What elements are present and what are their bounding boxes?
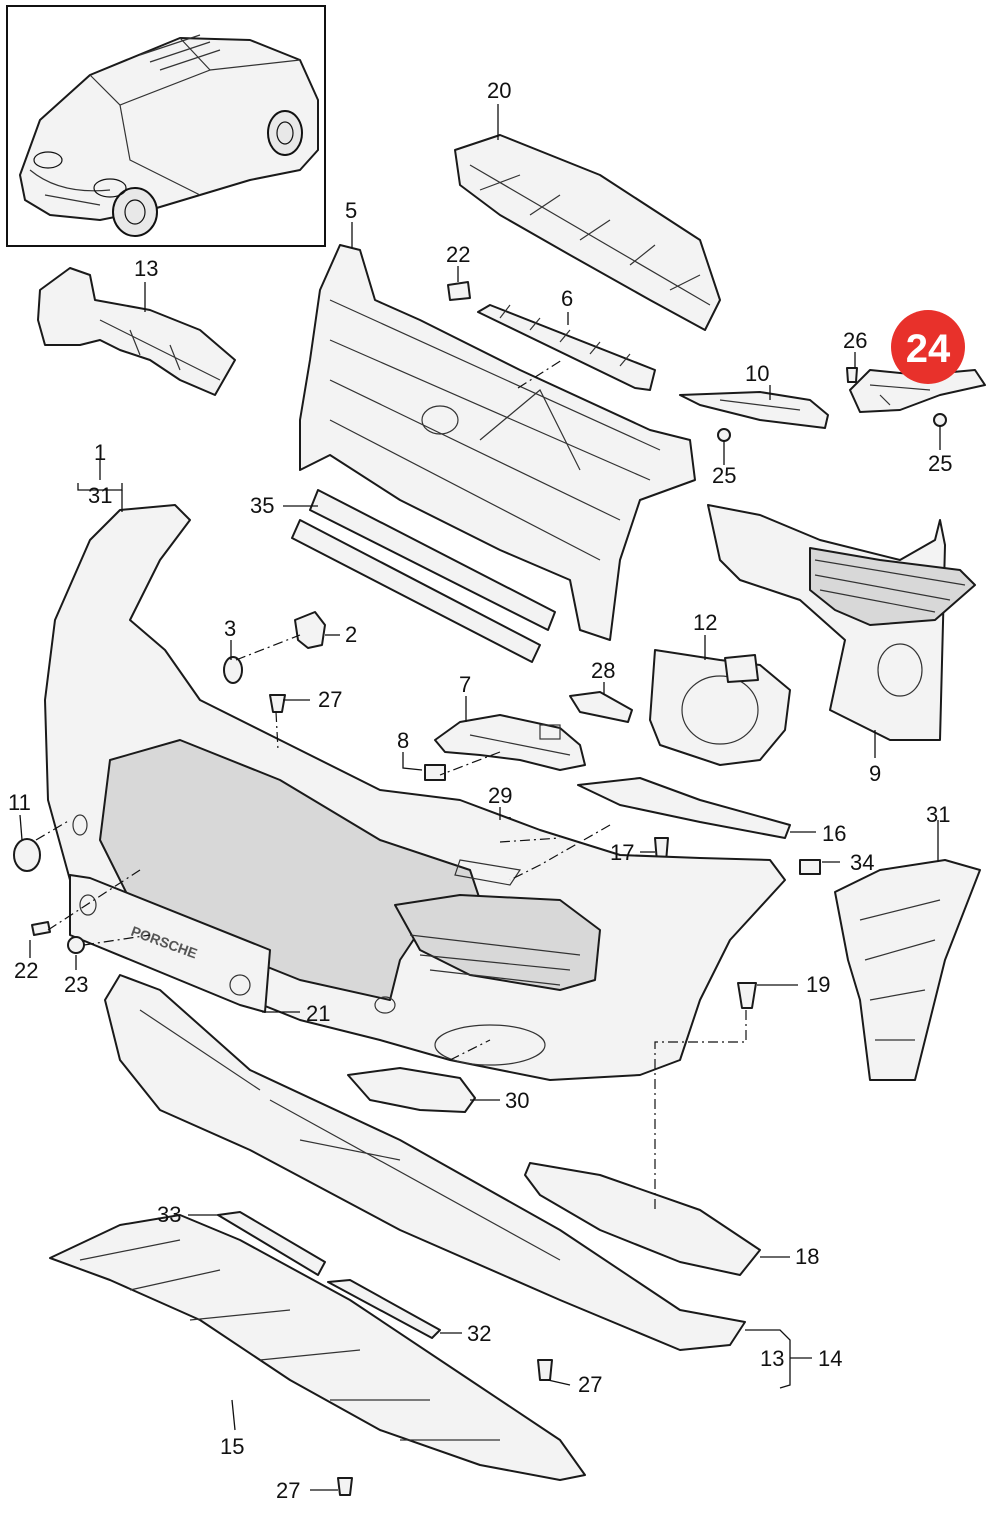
callout-3: 3 (224, 616, 236, 641)
part-27-clip-upper (269, 694, 286, 713)
callout-22-upper: 22 (446, 242, 470, 267)
part-22-screw-lower (31, 921, 51, 936)
part-25-screw-right (933, 413, 947, 427)
part-30-fog-trim (347, 1067, 476, 1113)
callout-30: 30 (505, 1088, 529, 1113)
part-32-strip (327, 1279, 441, 1339)
callout-5: 5 (345, 198, 357, 223)
part-15-underbody-panel (49, 1214, 586, 1481)
callout-26: 26 (843, 328, 867, 353)
callout-14: 14 (818, 1346, 842, 1371)
part-22-screw-upper (447, 281, 471, 301)
callout-17: 17 (610, 840, 634, 865)
highlight-badge[interactable]: 24 (891, 310, 965, 384)
part-3-ring (223, 656, 243, 684)
callout-29: 29 (488, 783, 512, 808)
callout-9: 9 (869, 761, 881, 786)
part-25-screw-left (717, 428, 731, 442)
callout-28: 28 (591, 658, 615, 683)
part-20-reinforcement (454, 134, 721, 331)
callout-27-lower: 27 (276, 1478, 300, 1503)
highlight-badge-text: 24 (906, 327, 951, 371)
assembly-lines (35, 359, 747, 1210)
part-11-cap (13, 838, 41, 872)
part-8-nut (424, 764, 446, 781)
callout-27-mid: 27 (578, 1372, 602, 1397)
part-23-nut (67, 936, 85, 954)
callout-33: 33 (157, 1202, 181, 1227)
callout-2: 2 (345, 622, 357, 647)
part-18-lower-trim (524, 1162, 761, 1276)
callout-22-lower: 22 (14, 958, 38, 983)
part-24-bracket (849, 369, 986, 413)
callout-13-top: 13 (134, 256, 158, 281)
part-13-bracket (37, 267, 236, 396)
callout-8: 8 (397, 728, 409, 753)
leader-lines (19, 104, 941, 1491)
callout-31-left: 31 (88, 483, 112, 508)
vehicle-overview-inset (6, 5, 326, 247)
part-7-bracket (434, 714, 586, 771)
part-2-sensor (294, 611, 326, 649)
callout-34: 34 (850, 850, 874, 875)
part-28-clip (569, 691, 633, 723)
callout-13-bottom: 13 (760, 1346, 784, 1371)
callout-1: 1 (94, 440, 106, 465)
part-27-clip-mid (537, 1359, 553, 1381)
part-10-bracket (679, 391, 829, 429)
callout-27-upper: 27 (318, 687, 342, 712)
part-26-screw (846, 367, 858, 383)
part-6-strip (477, 304, 656, 391)
part-19-screw (737, 982, 757, 1009)
callout-7: 7 (459, 672, 471, 697)
part-16-trim (577, 777, 791, 839)
part-12-air-duct (649, 649, 791, 766)
callout-16: 16 (822, 821, 846, 846)
callout-35: 35 (250, 493, 274, 518)
callout-11: 11 (8, 790, 31, 815)
part-21-license-plate-holder: PORSCHE (69, 874, 271, 1013)
part-34-nut (799, 859, 821, 875)
part-31-side-bracket (834, 859, 981, 1081)
callout-18: 18 (795, 1244, 819, 1269)
part-33-strip (217, 1211, 326, 1276)
part-5-carrier (299, 244, 696, 641)
part-27-clip-lower (337, 1477, 353, 1496)
callout-31-right: 31 (926, 802, 950, 827)
callout-19: 19 (806, 972, 830, 997)
callout-32: 32 (467, 1321, 491, 1346)
callout-20: 20 (487, 78, 511, 103)
part-14-spoiler (104, 974, 746, 1351)
callout-6: 6 (561, 286, 573, 311)
callout-15: 15 (220, 1434, 244, 1459)
callout-25-right: 25 (928, 451, 952, 476)
callout-25-left: 25 (712, 463, 736, 488)
callout-23: 23 (64, 972, 88, 997)
callout-10: 10 (745, 361, 769, 386)
callout-labels: 20 5 22 6 13 10 26 25 25 1 31 35 3 2 27 … (8, 78, 952, 1503)
part-35-seal (291, 489, 556, 663)
callout-21: 21 (306, 1001, 330, 1026)
part-9-grille (707, 504, 976, 741)
callout-12: 12 (693, 610, 717, 635)
